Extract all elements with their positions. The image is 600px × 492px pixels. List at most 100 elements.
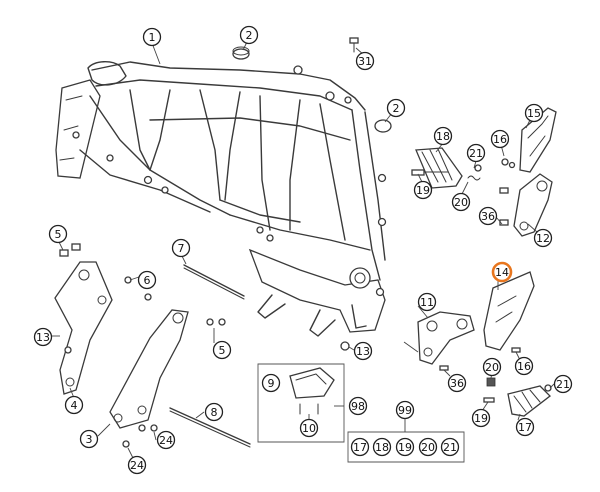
callout-number: 15	[527, 107, 541, 120]
callout-c9[interactable]: 9	[261, 373, 281, 393]
callout-c16b[interactable]: 16	[514, 356, 534, 376]
linkage-plate-4	[54, 261, 113, 395]
callout-circle	[239, 25, 259, 45]
callout-number: 16	[493, 133, 507, 146]
callout-c20a[interactable]: 20	[451, 192, 471, 212]
callout-circle	[372, 437, 392, 457]
callout-circle	[33, 327, 53, 347]
callout-c10[interactable]: 10	[299, 418, 319, 438]
callout-circle	[204, 402, 224, 422]
callout-circle	[482, 357, 502, 377]
callout-c11[interactable]: 11	[417, 292, 437, 312]
axle-8	[169, 407, 251, 448]
callout-number: 1	[149, 31, 156, 44]
callout-number: 11	[420, 296, 434, 309]
callout-number: 4	[71, 399, 78, 412]
callout-c19c[interactable]: 19	[395, 437, 415, 457]
callout-number: 21	[469, 147, 483, 160]
callout-circle	[142, 27, 162, 47]
callout-number: 2	[393, 102, 400, 115]
callout-circle	[491, 261, 513, 283]
callout-c36a[interactable]: 36	[478, 206, 498, 226]
main-frame	[55, 61, 387, 337]
callout-circle	[395, 437, 415, 457]
callout-c6[interactable]: 6	[137, 270, 157, 290]
callout-c5a[interactable]: 5	[48, 224, 68, 244]
callout-number: 98	[351, 400, 365, 413]
callout-number: 21	[556, 378, 570, 391]
callout-number: 3	[86, 433, 93, 446]
callout-number: 31	[358, 55, 372, 68]
small-bolts-upper	[499, 158, 516, 226]
callout-c24a[interactable]: 24	[156, 430, 176, 450]
footrest-bracket-upper-12	[513, 173, 553, 237]
callout-c99[interactable]: 99	[395, 400, 415, 420]
callout-circle	[440, 437, 460, 457]
callout-c2a[interactable]: 2	[239, 25, 259, 45]
callout-circle	[348, 396, 368, 416]
footrest-bracket-lower-11	[417, 311, 475, 365]
callout-number: 13	[356, 345, 370, 358]
callout-c3[interactable]: 3	[79, 429, 99, 449]
callout-c17a[interactable]: 17	[515, 417, 535, 437]
spring-upper	[467, 164, 482, 181]
callout-c21a[interactable]: 21	[466, 143, 486, 163]
callout-c19a[interactable]: 19	[413, 180, 433, 200]
callout-circle	[433, 126, 453, 146]
callout-circle	[471, 408, 491, 428]
callout-number: 12	[536, 232, 550, 245]
callout-c31[interactable]: 31	[355, 51, 375, 71]
callout-c2b[interactable]: 2	[386, 98, 406, 118]
callout-circle	[418, 437, 438, 457]
footrest-rubber-upper	[415, 147, 463, 189]
callout-c4[interactable]: 4	[64, 395, 84, 415]
callout-number: 20	[421, 441, 435, 454]
callout-circle	[490, 129, 510, 149]
callout-c36b[interactable]: 36	[447, 373, 467, 393]
callout-c8[interactable]: 8	[204, 402, 224, 422]
callout-number: 19	[398, 441, 412, 454]
callout-circle	[524, 103, 544, 123]
callout-number: 24	[130, 459, 144, 472]
callout-c20c[interactable]: 20	[418, 437, 438, 457]
callout-circle	[515, 417, 535, 437]
callout-c15[interactable]: 15	[524, 103, 544, 123]
callout-c21b[interactable]: 21	[553, 374, 573, 394]
callout-c13a[interactable]: 13	[33, 327, 53, 347]
callout-number: 99	[398, 404, 412, 417]
washer-13-mid	[340, 341, 350, 351]
callout-circle	[553, 374, 573, 394]
callout-number: 5	[219, 344, 226, 357]
callout-c18b[interactable]: 18	[372, 437, 392, 457]
callout-c98[interactable]: 98	[348, 396, 368, 416]
callout-c5b[interactable]: 5	[212, 340, 232, 360]
callout-c13b[interactable]: 13	[353, 341, 373, 361]
callout-c1[interactable]: 1	[142, 27, 162, 47]
callout-number: 19	[474, 412, 488, 425]
bushing-upper	[232, 46, 250, 60]
callout-number: 7	[178, 242, 185, 255]
callout-c20b[interactable]: 20	[482, 357, 502, 377]
bushing-right	[374, 119, 392, 133]
callout-number: 10	[302, 422, 316, 435]
callout-c7[interactable]: 7	[171, 238, 191, 258]
heel-guard-upper-15	[519, 107, 557, 173]
kit-box-99	[347, 419, 465, 463]
callout-c12[interactable]: 12	[533, 228, 553, 248]
callout-circle	[156, 430, 176, 450]
bolt-31	[349, 37, 359, 53]
callout-circle	[533, 228, 553, 248]
callout-c21c[interactable]: 21	[440, 437, 460, 457]
kit-box-98	[257, 363, 345, 443]
callout-circle	[171, 238, 191, 258]
callout-circle	[395, 400, 415, 420]
callout-c18a[interactable]: 18	[433, 126, 453, 146]
callout-c16a[interactable]: 16	[490, 129, 510, 149]
callout-circle	[261, 373, 281, 393]
callout-c17b[interactable]: 17	[350, 437, 370, 457]
callout-c14-highlighted[interactable]: 14	[491, 261, 513, 283]
callout-c24b[interactable]: 24	[127, 455, 147, 475]
callout-c19b[interactable]: 19	[471, 408, 491, 428]
callout-circle	[451, 192, 471, 212]
